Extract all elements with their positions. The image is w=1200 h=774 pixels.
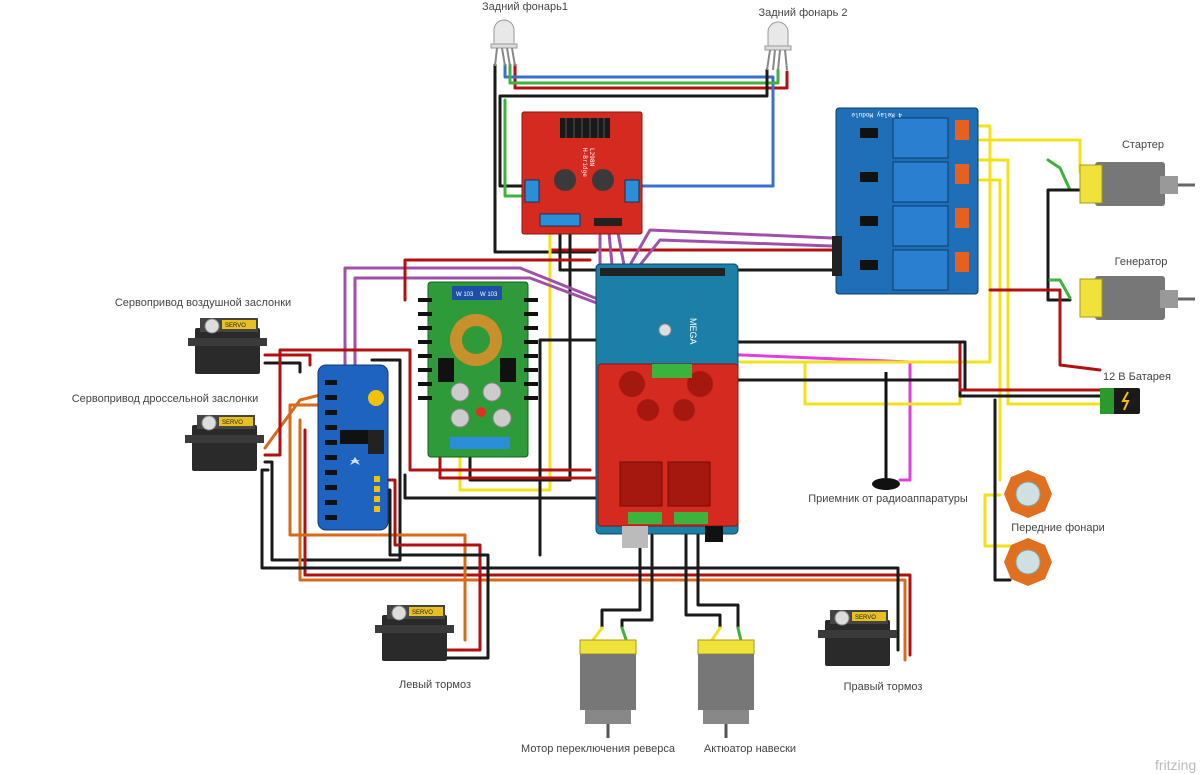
battery-label: 12 В Батарея [1103,371,1171,383]
wire-red-battery [738,340,1102,392]
wire-yellow-relay-bus [738,124,992,364]
wire-red-generator [988,288,1102,372]
h-bridge-model: L298N [588,148,595,166]
rear-light-2-label: Задний фонарь 2 [759,7,848,19]
radio-receiver-label: Приемник от радиоаппаратуры [808,493,968,505]
servo-throttle-badge: SERVO [222,420,243,426]
wire-black-reverse-1 [600,520,642,630]
arduino-label: MEGA [688,318,698,345]
wire-purple-signal-2 [353,276,612,374]
h-bridge-title: H-Bridge [581,148,588,177]
wire-red-left-brake [383,478,482,652]
dcdc-label-b: W 103 [480,292,498,298]
wire-red-mega-power [403,258,592,302]
wire-black-dcdc-out [403,473,599,500]
wire-black-rear1-gnd [493,63,597,254]
wire-purple-relay-2 [638,238,834,267]
wire-purple-relay-1 [628,228,834,267]
servo-right-brake[interactable]: SERVO [818,610,897,666]
servo-air-damper[interactable]: SERVO [188,318,267,374]
front-lights-label: Передние фонари [1011,522,1104,534]
battery-12v[interactable] [1100,388,1140,414]
wire-black-rear2 [498,68,769,188]
pwm-servo-driver[interactable] [317,364,389,531]
relay-module-title: 4 Relay Module [851,111,902,118]
wire-black-right-brake [260,468,900,652]
servo-throttle[interactable]: SERVO [185,415,264,471]
wire-black-mega-gnd [538,338,597,557]
right-brake-label: Правый тормоз [844,681,923,693]
fritzing-logo: fritzing [1155,757,1196,773]
wire-black-left-brake [383,488,490,660]
wire-yellow-front-lights [968,178,1002,482]
wire-blue-rear-lights [503,63,775,188]
wire-black-actuator-1 [684,520,722,630]
wire-black-servo-gnd [263,358,402,562]
wires [260,63,1102,662]
wire-yellow-starter [968,138,1082,174]
left-brake-label: Левый тормоз [399,679,471,691]
rear-light-1-label: Задний фонарь1 [482,1,568,13]
front-light-2[interactable] [1004,538,1052,586]
wire-orange-servo-throttle [263,393,322,450]
hitch-actuator[interactable] [697,639,755,738]
wire-black-starter-gen [1046,188,1087,302]
front-light-1[interactable] [1004,470,1052,518]
wire-magenta-radio [618,348,912,482]
relay-module[interactable]: 4 Relay Module [832,107,979,295]
wire-green-starter [1046,158,1072,192]
hitch-actuator-label: Актюатор навески [704,743,796,755]
radio-receiver[interactable] [872,372,900,490]
servo-air-badge: SERVO [225,323,246,329]
wire-green-rear-lights [508,63,780,85]
wire-black-actuator-2 [696,520,740,630]
generator-motor[interactable] [1079,276,1195,320]
air-damper-servo-label: Сервопривод воздушной заслонки [115,297,291,309]
servo-left-badge: SERVO [412,610,433,616]
dcdc-label-a: W 103 [456,292,474,298]
wire-yellow-front-2 [983,493,1012,548]
wire-yellow-receiver [803,360,962,406]
wire-orange-left-brake [288,403,467,642]
wire-black-servo-air [263,361,302,374]
h-bridge-module[interactable]: H-Bridge L298N [521,111,643,235]
wire-black-reverse-2 [620,520,654,630]
wire-purple-signal-1 [343,266,602,374]
rear-light-1[interactable] [490,19,518,67]
rear-light-2[interactable] [764,21,792,71]
wire-yellow-reverse-lead [591,626,604,642]
wire-yellow-battery [968,158,1102,406]
wire-green-generator [1048,278,1072,300]
throttle-servo-label: Сервопривод дроссельной заслонки [72,393,259,405]
motor-shield[interactable] [597,363,739,548]
wire-yellow-hbridge-5v [458,226,552,492]
starter-motor[interactable] [1079,162,1195,206]
wire-black-battery [733,378,1102,398]
wire-red-right-brake [303,428,912,657]
wire-black-dcdc-gnd [468,226,572,482]
servo-right-badge: SERVO [855,615,876,621]
starter-label: Стартер [1122,139,1164,151]
servo-left-brake[interactable]: SERVO [375,605,454,661]
wire-black-front-lights [993,398,1012,582]
wire-black-shield-gnd [728,340,967,390]
generator-label: Генератор [1115,256,1168,268]
wire-yellow-actuator-lead [710,626,722,642]
dc-dc-converter[interactable]: W 103 W 103 [418,281,538,458]
reverse-motor[interactable] [579,639,637,738]
wire-orange-right-brake [298,418,907,662]
reverse-motor-label: Мотор переключения реверса [521,743,676,755]
